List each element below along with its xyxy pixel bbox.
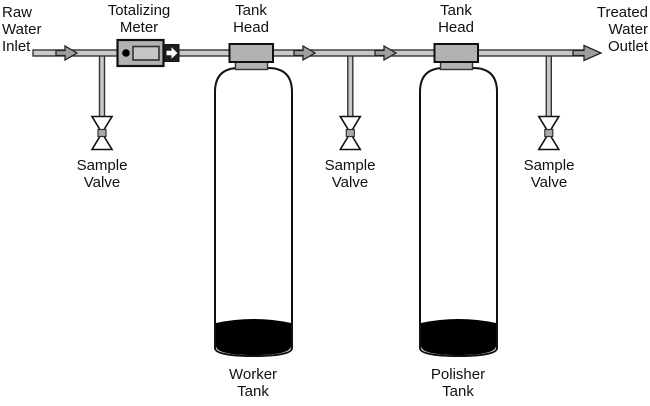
- flow-arrow-mid-2-icon: [374, 44, 398, 62]
- sample-valve-2-label: Sample Valve: [324, 157, 376, 191]
- sample-valve-3-top: [537, 115, 561, 135]
- sample-valve-2-bottom: [338, 131, 362, 151]
- tank-head-1-label: Tank Head: [233, 2, 269, 36]
- sample-valve-2-top: [338, 115, 362, 135]
- sample-valve-1-top: [90, 115, 114, 135]
- sample-valve-1-label: Sample Valve: [76, 157, 128, 191]
- raw-water-inlet-label: Raw Water Inlet: [2, 4, 42, 55]
- tank-head-2-label: Tank Head: [438, 2, 474, 36]
- sample-valve-2-graphic: [338, 115, 362, 151]
- flow-arrow-outlet-icon: [572, 44, 603, 62]
- flow-arrow-inlet-icon: [55, 44, 79, 62]
- polisher-tank-graphic: [419, 67, 498, 358]
- sample-valve-1-graphic: [90, 115, 114, 151]
- worker-tank-base: [216, 319, 291, 355]
- sample-drop-pipe-1: [98, 52, 106, 118]
- sample-drop-pipe-3: [545, 52, 552, 118]
- sample-valve-3-label: Sample Valve: [523, 157, 575, 191]
- worker-tank-body: [214, 67, 293, 358]
- sample-valve-1-bottom: [90, 131, 114, 151]
- polisher-tank-body: [419, 67, 498, 358]
- tank-head-1-body: [228, 43, 274, 63]
- polisher-tank-label: Polisher Tank: [430, 366, 486, 400]
- totalizing-meter-graphic: [116, 38, 180, 68]
- sample-drop-pipe-2: [347, 52, 354, 118]
- sample-valve-1-stem: [97, 128, 107, 138]
- flow-arrow-mid-1-icon: [293, 44, 317, 62]
- tank-head-1-graphic: [228, 43, 274, 71]
- sample-valve-3-graphic: [537, 115, 561, 151]
- worker-tank-graphic: [214, 67, 293, 358]
- tank-head-2-body: [433, 43, 479, 63]
- worker-tank-label: Worker Tank: [228, 366, 278, 400]
- polisher-tank-base: [421, 319, 496, 355]
- totalizing-meter-label: Totalizing Meter: [107, 2, 171, 36]
- treated-water-outlet-label: Treated Water Outlet: [596, 4, 648, 55]
- meter-indicator-dot-icon: [122, 49, 130, 57]
- sample-valve-3-bottom: [537, 131, 561, 151]
- sample-valve-2-stem: [345, 128, 355, 138]
- meter-port-arrow-icon: [166, 47, 178, 59]
- meter-display: [132, 45, 160, 61]
- tank-head-2-graphic: [433, 43, 479, 71]
- sample-valve-3-stem: [544, 128, 554, 138]
